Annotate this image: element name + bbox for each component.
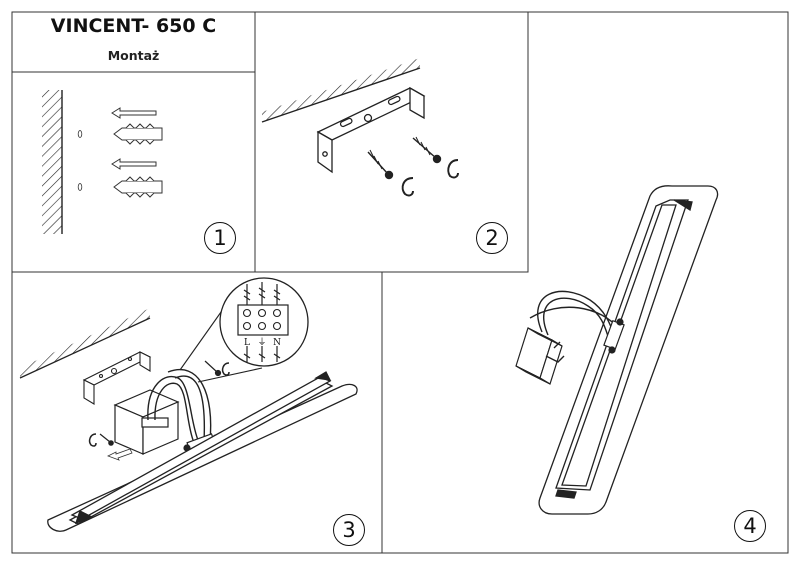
- mounting-bracket: [82, 351, 152, 405]
- insert-arrow: [106, 448, 133, 461]
- ceiling-section: [261, 58, 421, 123]
- terminal-screws: [242, 308, 282, 331]
- step-1-badge: 1: [204, 222, 236, 254]
- screw: [367, 136, 442, 180]
- insert-arrow: [111, 158, 157, 170]
- terminal-label-neutral: N: [273, 338, 281, 348]
- lamp-mount-box: [515, 327, 563, 385]
- lamp-arm: [147, 369, 212, 443]
- hook: [88, 433, 97, 447]
- section-subtitle: Montaż: [107, 48, 160, 63]
- wall-plug: [113, 123, 163, 145]
- wall-plug: [113, 176, 163, 198]
- mounting-bracket: [316, 86, 426, 174]
- step-2-badge: 2: [476, 222, 508, 254]
- lamp-body: [47, 371, 358, 532]
- terminal-wires-top: [243, 282, 281, 305]
- insert-arrow: [111, 107, 157, 119]
- terminal-block: L ⏚ N: [219, 277, 309, 367]
- panel-4-finished: [515, 185, 719, 515]
- hook: [447, 159, 459, 179]
- step-4-badge: 4: [734, 510, 766, 542]
- lamp-body: [538, 185, 719, 515]
- wall-section: [42, 90, 63, 234]
- hook: [221, 362, 230, 376]
- panel-frames: [11, 11, 789, 554]
- arm-joint: [603, 318, 625, 354]
- lamp-mount-box: [113, 389, 180, 455]
- drill-hole: [77, 130, 83, 138]
- drill-hole: [77, 183, 83, 191]
- terminal-label-earth: ⏚: [257, 337, 266, 348]
- hook: [401, 177, 414, 197]
- product-title: VINCENT- 650 C: [50, 15, 217, 37]
- ceiling-section: [19, 308, 151, 379]
- panel-2-bracket: [261, 58, 459, 197]
- terminal-label-live: L: [244, 338, 250, 348]
- step-3-badge: 3: [333, 514, 365, 546]
- panel-3-wiring: L ⏚ N: [19, 277, 358, 532]
- screw: [99, 433, 114, 446]
- panel-1-drilling: [42, 90, 163, 234]
- terminal-wires-bottom: [243, 346, 281, 362]
- screw: [204, 360, 222, 377]
